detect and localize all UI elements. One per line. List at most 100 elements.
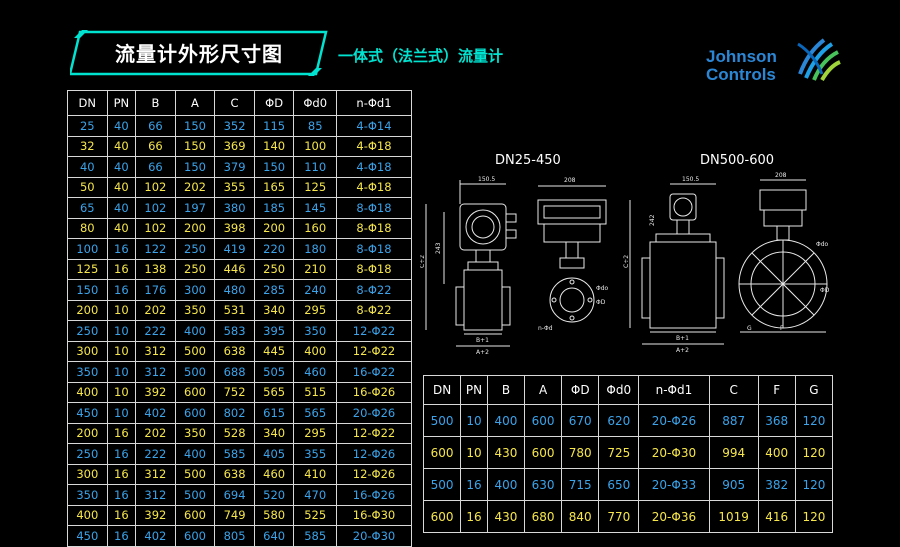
table-cell: 400 [486, 468, 526, 501]
table-cell: 20-Φ30 [638, 436, 710, 469]
table-cell: 122 [135, 238, 176, 260]
table-cell: 480 [214, 279, 255, 301]
table-cell: 500 [422, 404, 462, 437]
table-cell: 620 [598, 404, 640, 437]
column-header: B [486, 375, 526, 405]
column-header: ΦD [253, 90, 295, 116]
table-cell: 300 [67, 340, 108, 362]
table-cell: 16 [460, 500, 488, 533]
drawing-small-front: 150.5 C÷2 243 B+1 A+2 [420, 176, 517, 356]
table-cell: 10 [106, 299, 137, 321]
drawing-label-small: DN25-450 [495, 153, 561, 168]
table-cell: 638 [214, 340, 255, 362]
table-cell: 120 [794, 468, 834, 501]
table-cell: 600 [174, 525, 216, 547]
table-cell: 749 [214, 504, 255, 526]
table-cell: 10 [106, 320, 137, 342]
table-cell: 840 [561, 500, 600, 533]
column-header: A [524, 375, 563, 405]
table-cell: 312 [135, 361, 176, 383]
table-cell: 402 [135, 525, 176, 547]
table-cell: 185 [253, 197, 295, 219]
table-cell: 670 [561, 404, 600, 437]
table-cell: 10 [460, 404, 488, 437]
table-cell: 565 [293, 402, 337, 424]
table-cell: 25 [67, 115, 108, 137]
dim-phi-do-left: Φdo [596, 285, 609, 292]
table-cell: 10 [106, 381, 137, 403]
table-cell: 115 [253, 115, 295, 137]
table-cell: 580 [253, 504, 295, 526]
table-cell: 20-Φ26 [638, 404, 710, 437]
table-cell: 145 [293, 197, 337, 219]
table-cell: 40 [106, 176, 137, 198]
table-cell: 802 [214, 402, 255, 424]
table-cell: 680 [524, 500, 563, 533]
dim-150-right: 150.5 [682, 176, 699, 183]
dim-n-phi-d-left: n-Φd [538, 325, 553, 332]
table-cell: 585 [214, 443, 255, 465]
table-cell: 16-Φ22 [335, 361, 413, 383]
table-cell: 165 [253, 176, 295, 198]
dim-243: 243 [435, 242, 442, 254]
table-cell: 525 [293, 504, 337, 526]
column-header: ΦD [561, 375, 600, 405]
table-cell: 416 [757, 500, 796, 533]
table-cell: 66 [135, 156, 176, 178]
table-cell: 16 [106, 504, 137, 526]
table-cell: 295 [293, 299, 337, 321]
table-cell: 400 [67, 504, 108, 526]
table-cell: 250 [67, 320, 108, 342]
table-cell: 85 [293, 115, 337, 137]
table-cell: 16 [106, 238, 137, 260]
table-cell: 398 [214, 217, 255, 239]
dim-phi-d-right: ΦD [820, 287, 830, 294]
table-cell: 500 [174, 340, 216, 362]
table-cell: 150 [253, 156, 295, 178]
table-cell: 40 [106, 217, 137, 239]
table-cell: 10 [106, 361, 137, 383]
page-title: 流量计外形尺寸图 [115, 42, 283, 66]
table-cell: 419 [214, 238, 255, 260]
table-cell: 445 [253, 340, 295, 362]
table-cell: 725 [598, 436, 640, 469]
table-cell: 20-Φ33 [638, 468, 710, 501]
table-cell: 392 [135, 381, 176, 403]
column-header: C [708, 375, 759, 405]
table-cell: 10 [106, 340, 137, 362]
table-cell: 583 [214, 320, 255, 342]
dim-208-right: 208 [775, 172, 787, 179]
table-cell: 650 [598, 468, 640, 501]
table-cell: 200 [253, 217, 295, 239]
table-cell: 40 [106, 135, 137, 157]
table-cell: 752 [214, 381, 255, 403]
table-cell: 102 [135, 217, 176, 239]
table-cell: 16 [106, 443, 137, 465]
dim-phi-d-left: ΦD [596, 299, 606, 306]
table-cell: 887 [708, 404, 759, 437]
brand-logo: Johnson Controls [706, 34, 846, 90]
table-cell: 120 [794, 500, 834, 533]
table-cell: 202 [135, 422, 176, 444]
table-cell: 65 [67, 197, 108, 219]
column-header: B [135, 90, 176, 116]
table-cell: 8-Φ18 [335, 197, 413, 219]
table-cell: 295 [293, 422, 337, 444]
table-cell: 202 [174, 176, 216, 198]
table-cell: 638 [214, 463, 255, 485]
table-cell: 176 [135, 279, 176, 301]
table-cell: 32 [67, 135, 108, 157]
table-cell: 600 [422, 436, 462, 469]
column-header: PN [106, 90, 137, 116]
table-cell: 355 [293, 443, 337, 465]
table-cell: 369 [214, 135, 255, 157]
table-cell: 400 [174, 443, 216, 465]
